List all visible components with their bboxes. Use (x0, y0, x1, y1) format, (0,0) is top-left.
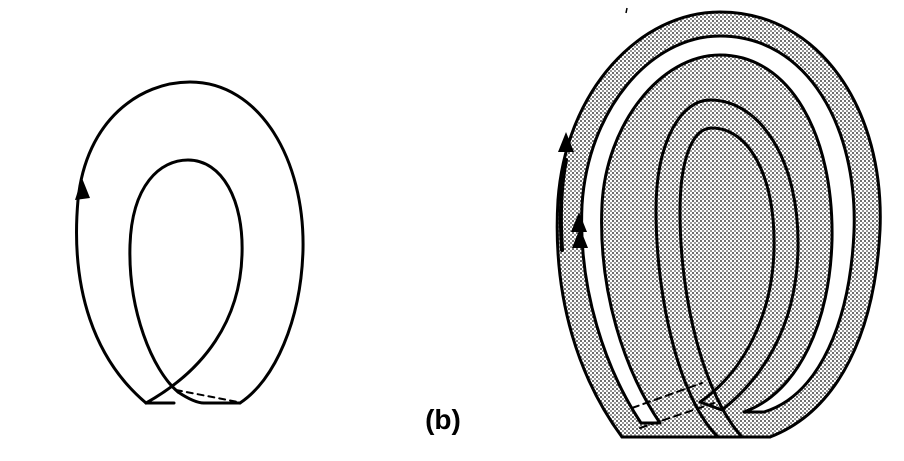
right-inner-band (654, 98, 800, 439)
right-dashed-segment-1 (631, 382, 703, 409)
figure-caption: (b) (425, 404, 461, 435)
stray-mark (625, 7, 628, 14)
left-outer-loop (75, 80, 305, 405)
right-band-diagram (555, 10, 882, 439)
left-inner-loop (128, 158, 244, 405)
left-inner-tail (176, 390, 206, 405)
right-direction-arrow-lower-2-icon (572, 228, 588, 248)
left-curve-diagram (75, 80, 305, 405)
right-dashed-segment-2 (639, 402, 715, 429)
right-outer-edge-emphasis (558, 158, 568, 252)
right-direction-arrow-lower-1-icon (571, 212, 587, 232)
right-direction-arrow-upper-icon (558, 132, 574, 152)
right-outer-band (555, 10, 882, 439)
left-dashed-segment (175, 389, 239, 403)
left-direction-arrow-icon (75, 178, 90, 200)
